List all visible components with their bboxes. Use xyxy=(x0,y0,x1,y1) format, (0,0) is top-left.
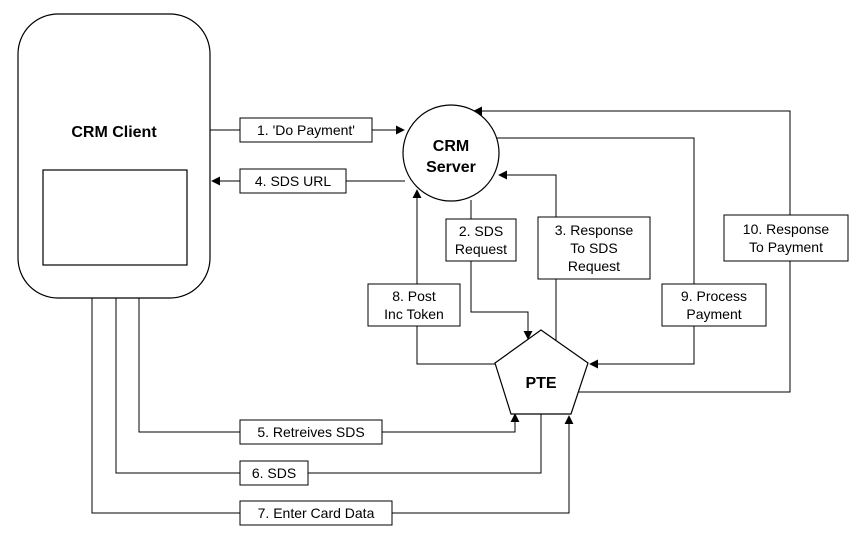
label-response-sds-request-line1: 3. Response xyxy=(555,222,634,238)
label-response-sds-request-line2: To SDS xyxy=(570,240,617,256)
crm-client-node: CRM Client xyxy=(17,13,211,299)
label-do-payment-text: 1. 'Do Payment' xyxy=(257,122,355,138)
label-response-sds-request: 3. Response To SDS Request xyxy=(537,216,651,280)
pte-title: PTE xyxy=(525,375,556,392)
label-sds-request-line2: Request xyxy=(455,241,507,257)
crm-server-title-line1: CRM xyxy=(433,138,469,155)
label-retrieves-sds: 5. Retreives SDS xyxy=(239,419,383,445)
crm-client-title: CRM Client xyxy=(71,124,157,141)
label-process-payment-line1: 9. Process xyxy=(681,288,747,304)
label-do-payment: 1. 'Do Payment' xyxy=(239,117,373,143)
label-response-sds-request-line3: Request xyxy=(568,258,620,274)
label-process-payment: 9. Process Payment xyxy=(661,283,767,327)
edge-post-token xyxy=(412,189,497,365)
label-sds: 6. SDS xyxy=(239,460,309,486)
crm-server-title-line2: Server xyxy=(426,159,476,176)
edge-enter-card-data xyxy=(91,265,574,514)
label-process-payment-line2: Payment xyxy=(686,306,741,322)
crm-server-node: CRM Server xyxy=(402,104,500,202)
label-response-payment-line1: 10. Response xyxy=(743,221,830,237)
pte-node: PTE xyxy=(494,329,589,415)
label-response-payment: 10. Response To Payment xyxy=(723,214,849,262)
label-sds-url: 4. SDS URL xyxy=(239,168,347,194)
label-post-token: 8. Post Inc Token xyxy=(367,283,461,327)
label-enter-card-data: 7. Enter Card Data xyxy=(239,500,393,526)
edge-sds xyxy=(111,265,542,474)
label-sds-request-line1: 2. SDS xyxy=(459,223,503,239)
label-retrieves-sds-text: 5. Retreives SDS xyxy=(257,424,364,440)
edge-process-payment xyxy=(490,137,695,369)
label-post-token-line1: 8. Post xyxy=(392,288,436,304)
crm-client-inner-panel xyxy=(42,169,188,266)
label-enter-card-data-text: 7. Enter Card Data xyxy=(258,505,375,521)
label-response-payment-line2: To Payment xyxy=(749,239,823,255)
label-post-token-line2: Inc Token xyxy=(384,306,444,322)
edge-response-sds-request xyxy=(498,170,557,340)
label-sds-url-text: 4. SDS URL xyxy=(255,173,331,189)
label-sds-text: 6. SDS xyxy=(252,465,296,481)
label-sds-request: 2. SDS Request xyxy=(445,218,517,262)
